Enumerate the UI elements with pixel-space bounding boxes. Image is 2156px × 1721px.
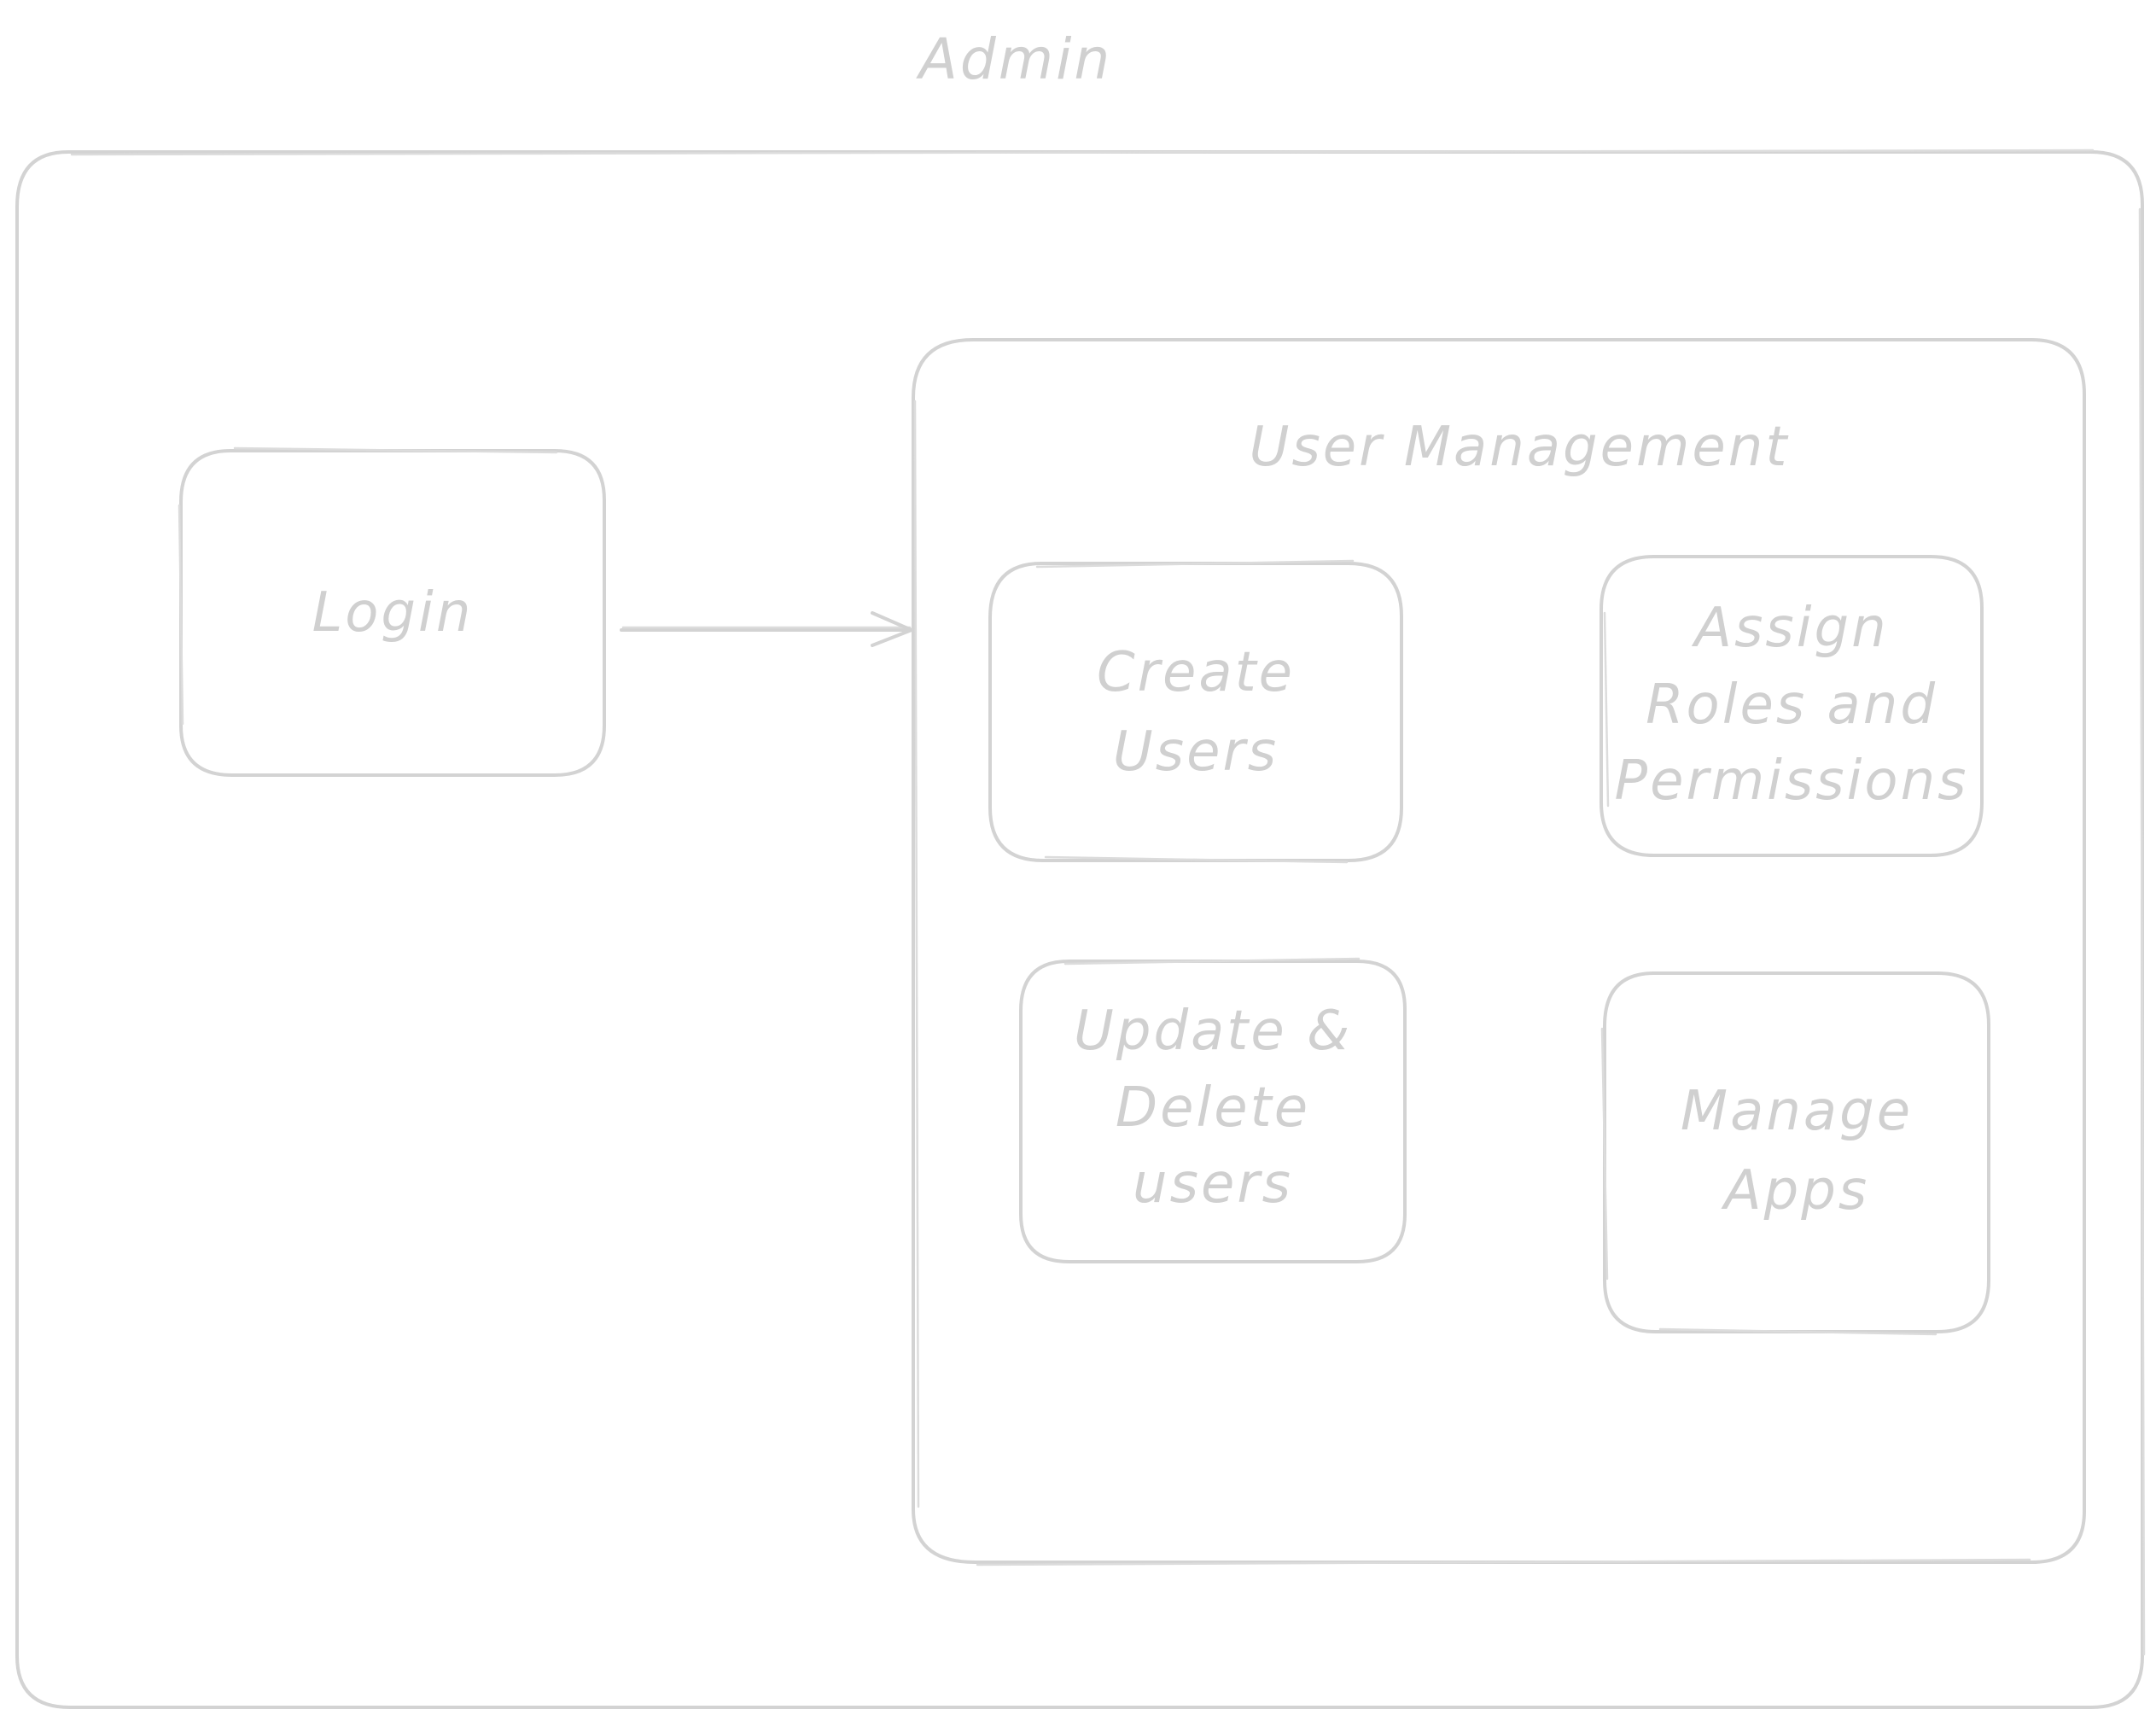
update-delete-users-label: Update & Delete users xyxy=(1073,1000,1353,1216)
login-box xyxy=(178,446,606,777)
admin-title: Admin xyxy=(918,26,1113,92)
manage-apps-label: Manage Apps xyxy=(1680,1080,1914,1222)
user-management-title: User Management xyxy=(1249,416,1790,479)
assign-roles-box xyxy=(1600,555,1984,857)
login-label: Login xyxy=(312,581,474,645)
create-users-label: Create Users xyxy=(1096,641,1296,784)
assign-roles-label: Assign Roles and Permissions xyxy=(1614,597,1969,814)
update-delete-users-box xyxy=(1019,957,1407,1263)
login-to-user-management-arrow xyxy=(620,611,913,647)
create-users-box xyxy=(988,559,1403,864)
admin-container xyxy=(15,149,2146,1709)
user-management-container xyxy=(912,338,2086,1566)
manage-apps-box xyxy=(1600,971,1990,1336)
